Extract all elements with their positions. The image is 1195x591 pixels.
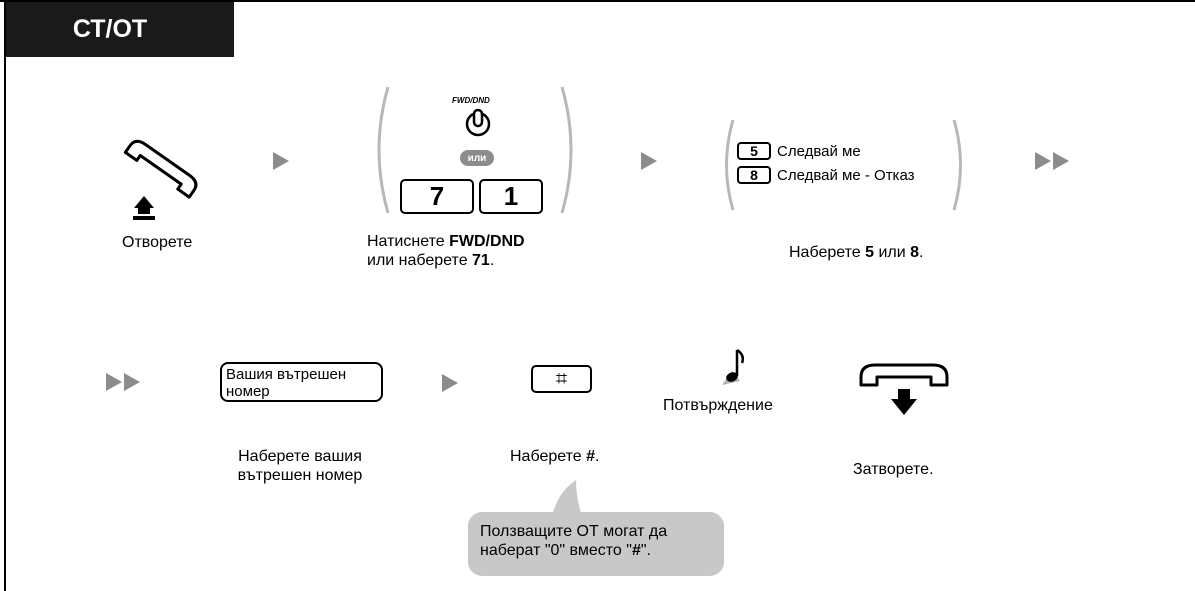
option-key: 5: [737, 142, 771, 160]
note-bubble-tail-icon: [552, 480, 582, 516]
on-hook-handset-icon: [859, 363, 949, 415]
step5-caption: Наберете #.: [510, 448, 600, 465]
step3-caption: Наберете 5 или 8.: [789, 244, 924, 261]
next-arrow-icon: [442, 374, 458, 392]
next-arrow-icon: [273, 152, 289, 170]
dial-key-1: 1: [479, 179, 543, 214]
step7-caption: Затворете.: [853, 461, 934, 478]
right-paren-icon: [560, 86, 573, 214]
option-follow-me-cancel: 8 Следвай ме - Отказ: [737, 164, 915, 186]
option-label: Следвай ме: [777, 142, 861, 160]
extension-number-box: Вашия вътрешен номер: [220, 362, 383, 402]
note-bubble: Ползващите ОТ могат да наберат "0" вмест…: [468, 512, 724, 576]
option-follow-me: 5 Следвай ме: [737, 140, 915, 162]
fwd-dnd-button-icon: [465, 108, 491, 137]
continue-arrow-icon: [106, 373, 140, 391]
or-badge: или: [460, 150, 494, 166]
step2-caption: Натиснете FWD/DND или наберете 71.: [367, 233, 525, 269]
option-key: 8: [737, 166, 771, 184]
step1-caption: Отворете: [122, 234, 193, 251]
option-label: Следвай ме - Отказ: [777, 166, 915, 184]
continue-arrow-icon: [1035, 152, 1069, 170]
right-paren-icon: [952, 119, 962, 211]
next-arrow-icon: [641, 152, 657, 170]
confirmation-tone-label: Потвърждение: [663, 397, 773, 414]
fwd-dnd-button-label: FWD/DND: [452, 96, 490, 105]
feature-options: 5 Следвай ме 8 Следвай ме - Отказ: [737, 140, 915, 186]
frame-left-border: [4, 0, 6, 591]
music-note-icon: [722, 348, 745, 385]
step4-caption: Наберете вашия вътрешен номер: [237, 448, 363, 484]
off-hook-handset-icon: [123, 139, 198, 220]
frame-top-border: [0, 0, 1195, 2]
left-paren-icon: [377, 86, 390, 214]
dial-key-7: 7: [400, 179, 474, 214]
left-paren-icon: [725, 119, 735, 211]
hash-key: ⌗: [531, 365, 592, 393]
header-tab: СТ/ОТ: [6, 2, 234, 57]
